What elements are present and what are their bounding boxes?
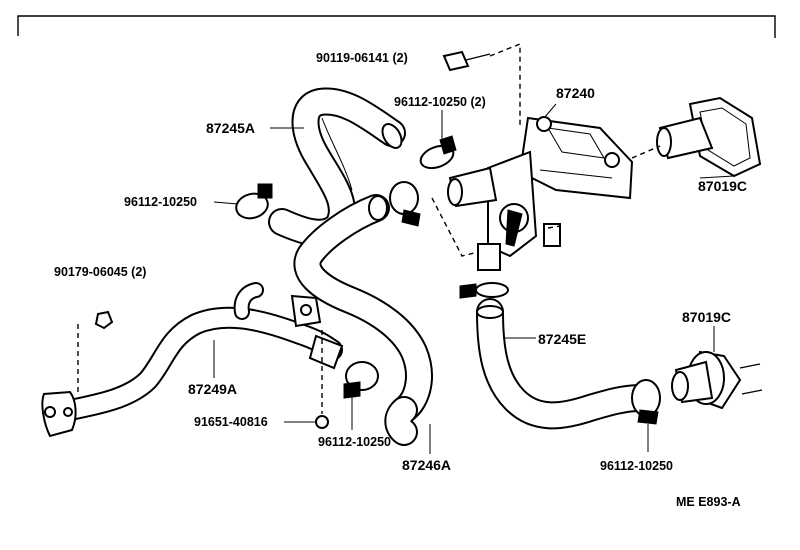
label-90179-06045: 90179-06045 (2) [54,265,146,279]
grommet-87019C-top[interactable] [656,96,762,178]
label-90119-06141: 90119-06141 (2) [316,51,408,65]
clamp-bottom[interactable] [631,379,661,425]
diagram-frame [17,15,776,38]
label-87245A: 87245A [206,120,255,136]
clamp-left[interactable] [233,183,273,222]
clamp-top[interactable] [418,135,457,172]
leader-87240 [543,103,557,119]
label-96112-10250-bottom: 96112-10250 [600,459,673,473]
clamp-valve-outlet[interactable] [459,282,509,299]
label-87240: 87240 [556,85,595,101]
label-87246A: 87246A [402,457,451,473]
label-96112-10250-mid: 96112-10250 [318,435,391,449]
grommet-87019C-bottom[interactable] [671,350,763,410]
label-87019C-bottom: 87019C [682,309,731,325]
diagram-code: ME E893-A [676,495,741,509]
label-87019C-top: 87019C [698,178,747,194]
dash-valve-to-hose [547,225,561,229]
label-96112-10250-left: 96112-10250 [124,195,197,209]
clamp-mid-upper[interactable] [389,181,421,227]
dash-valve-to-clamp [431,197,479,257]
pipe-87249A[interactable] [41,282,344,438]
bolt-90119[interactable] [442,50,491,72]
label-91651-40816: 91651-40816 [194,415,268,429]
plug-91651[interactable] [315,415,329,429]
clamp-mid[interactable] [343,361,379,399]
hose-87245E[interactable] [476,298,654,430]
dash-grommet-to-valve [631,145,661,159]
hose-87246A[interactable] [293,194,433,446]
label-96112-10250-top: 96112-10250 (2) [394,95,486,109]
leader-96112-left [213,201,239,205]
label-87249A: 87249A [188,381,237,397]
leader-87019C-top [699,175,735,179]
nut-90179[interactable] [94,310,114,330]
label-87245E: 87245E [538,331,586,347]
water-valve-87240[interactable] [447,116,634,271]
dash-bolt-to-bracket [489,42,521,128]
